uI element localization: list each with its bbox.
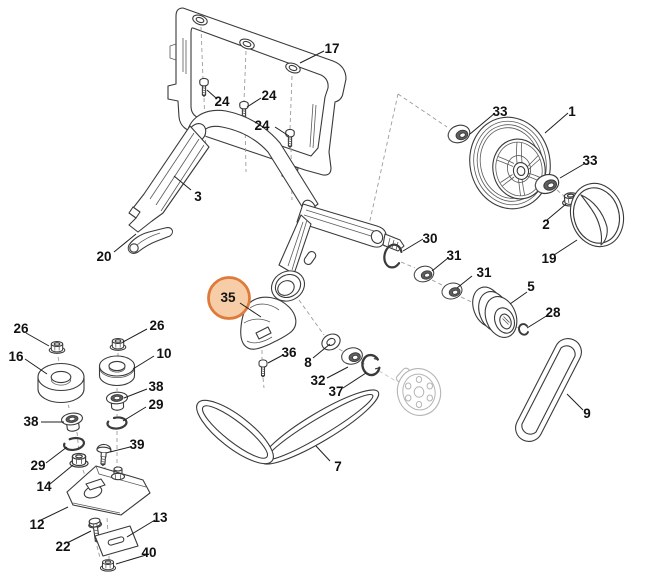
part-8-washer <box>321 333 341 351</box>
part-32-bearing <box>339 345 365 367</box>
part-40-nut <box>99 559 117 572</box>
part-label-20[interactable]: 20 <box>96 249 111 264</box>
part-39-carriage-bolt <box>96 443 112 467</box>
part-26-nut-1 <box>48 341 66 354</box>
part-label-3[interactable]: 3 <box>194 189 202 204</box>
bracket-stud <box>110 466 126 481</box>
part-29-snap-ring-1 <box>63 436 85 452</box>
part-5-belt-pulley <box>472 286 518 338</box>
part-label-13[interactable]: 13 <box>152 510 168 525</box>
part-24-screw-3 <box>285 128 295 148</box>
part-label-5[interactable]: 5 <box>527 279 535 294</box>
part-label-16[interactable]: 16 <box>8 349 24 364</box>
ghost-axis-line <box>378 370 397 382</box>
wheel-spokes <box>496 142 542 196</box>
frame-screw-boss <box>285 62 301 74</box>
part-label-28[interactable]: 28 <box>545 305 561 320</box>
part-label-22[interactable]: 22 <box>55 539 70 554</box>
part-28-ring <box>518 323 529 336</box>
part-35-belt-guard <box>240 296 297 350</box>
part-19-hub-cap <box>569 182 625 248</box>
part-label-36[interactable]: 36 <box>281 345 297 360</box>
reference-hub-ghost <box>395 367 442 416</box>
part-label-32[interactable]: 32 <box>310 373 325 388</box>
part-label-38-2[interactable]: 38 <box>148 379 164 394</box>
part-label-8[interactable]: 8 <box>304 355 312 370</box>
part-label-37[interactable]: 37 <box>328 384 343 399</box>
part-29-snap-ring-2 <box>106 416 128 430</box>
callout-labels: 17 24 24 24 3 20 1 33 33 2 19 30 31 31 5… <box>8 41 598 560</box>
part-12-bracket <box>66 465 151 516</box>
part-37-snap-ring <box>361 353 381 377</box>
part-label-14[interactable]: 14 <box>36 479 52 494</box>
part-label-7[interactable]: 7 <box>334 459 342 474</box>
part-label-33-2[interactable]: 33 <box>582 153 598 168</box>
part-label-9[interactable]: 9 <box>583 406 591 421</box>
part-label-31-1[interactable]: 31 <box>446 248 462 263</box>
part-label-10[interactable]: 10 <box>156 346 171 361</box>
part-label-26-2[interactable]: 26 <box>149 318 165 333</box>
part-label-24-2[interactable]: 24 <box>261 88 277 103</box>
part-26-nut-2 <box>109 338 127 351</box>
part-30-snap-ring <box>383 243 403 269</box>
part-16-buffer <box>37 362 85 404</box>
part-label-2[interactable]: 2 <box>542 217 550 232</box>
leader-lines <box>24 50 585 565</box>
highlight-circle-35[interactable] <box>207 276 251 320</box>
part-label-35[interactable]: 35 <box>220 290 236 305</box>
part-31-bearing-2 <box>439 280 465 302</box>
part-label-24-3[interactable]: 24 <box>254 118 270 133</box>
part-label-29-2[interactable]: 29 <box>148 397 163 412</box>
part-36-screw <box>258 359 268 378</box>
part-label-39[interactable]: 39 <box>129 437 144 452</box>
part-label-1[interactable]: 1 <box>568 104 576 119</box>
frame-screw-boss <box>239 38 255 50</box>
part-label-29-1[interactable]: 29 <box>30 458 45 473</box>
frame-screw-boss <box>192 14 208 26</box>
part-label-40[interactable]: 40 <box>141 545 156 560</box>
part-10-grommet <box>98 355 136 387</box>
part-label-19[interactable]: 19 <box>541 251 556 266</box>
part-3-handle-assembly <box>128 109 405 302</box>
part-label-31-2[interactable]: 31 <box>476 265 492 280</box>
part-38-bushing-1 <box>60 411 85 434</box>
part-label-12[interactable]: 12 <box>29 517 44 532</box>
part-7-v-belt <box>196 389 380 465</box>
part-label-26-1[interactable]: 26 <box>13 321 29 336</box>
part-label-24-1[interactable]: 24 <box>214 94 230 109</box>
part-label-38-1[interactable]: 38 <box>23 414 39 429</box>
part-13-plate <box>94 525 139 557</box>
part-label-17[interactable]: 17 <box>324 41 339 56</box>
part-33-bearing-outer <box>445 121 473 147</box>
part-9-v-belt <box>515 338 582 442</box>
part-24-screw-1 <box>199 77 209 97</box>
part-label-33-1[interactable]: 33 <box>492 104 508 119</box>
part-31-bearing-1 <box>411 263 437 285</box>
part-1-wheel <box>469 116 551 210</box>
part-label-30[interactable]: 30 <box>422 231 437 246</box>
part-38-bushing-2 <box>105 390 129 412</box>
part-20-bracket <box>127 227 174 254</box>
